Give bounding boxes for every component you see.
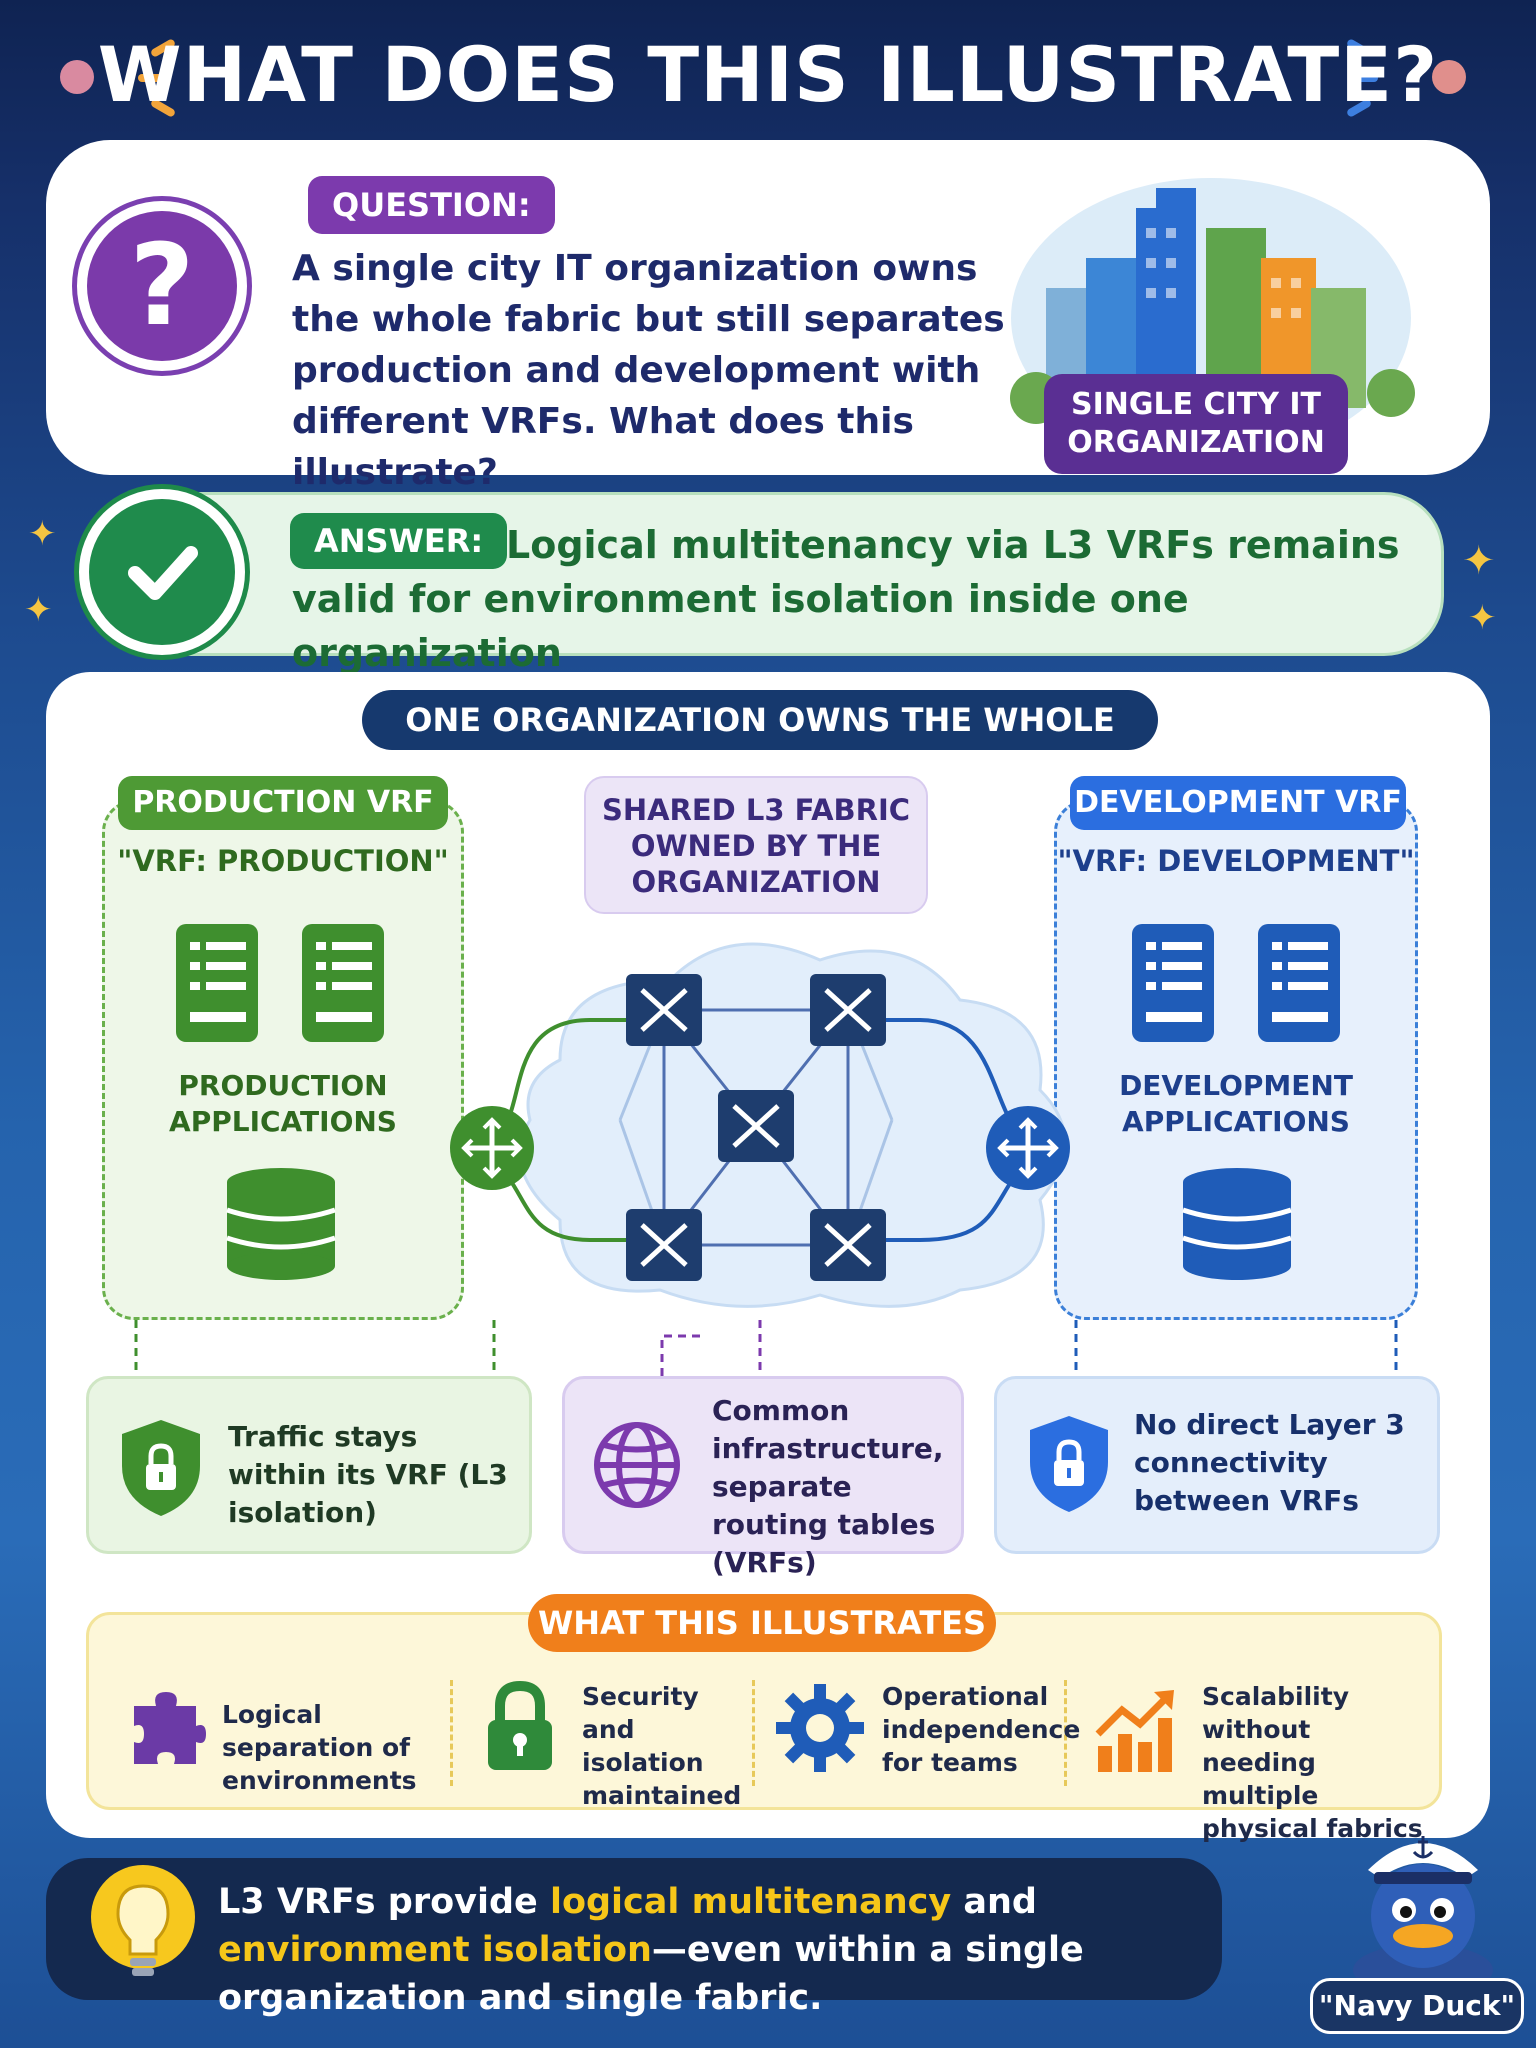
question-mark-icon: ? xyxy=(72,196,252,376)
question-text: A single city IT organization owns the w… xyxy=(292,248,1005,493)
illustrates-item-text: Security and isolation maintained xyxy=(582,1682,742,1810)
illustrates-item-text: Operational independence for teams xyxy=(882,1682,1081,1777)
production-database-icon xyxy=(226,1168,336,1280)
question-label: QUESTION: xyxy=(308,176,555,234)
production-router-icon xyxy=(450,1106,534,1190)
fabric-switch-icon xyxy=(718,1090,794,1162)
development-vrf-name: "VRF: DEVELOPMENT" xyxy=(1057,844,1415,878)
padlock-icon xyxy=(488,1680,552,1770)
sparkle-icon: ✦ xyxy=(1462,538,1496,584)
divider xyxy=(450,1680,453,1786)
divider xyxy=(1064,1680,1067,1786)
gear-icon xyxy=(776,1684,864,1772)
development-servers-icon xyxy=(1132,924,1340,1042)
checkmark-icon xyxy=(74,484,250,660)
decor-burst xyxy=(138,74,168,82)
city-organization-label: SINGLE CITY IT ORGANIZATION xyxy=(1044,374,1348,474)
decor-burst xyxy=(1348,74,1378,82)
development-vrf-title: DEVELOPMENT VRF xyxy=(1070,776,1406,830)
sparkle-icon: ✦ xyxy=(28,514,57,554)
fabric-switch-icon xyxy=(626,974,702,1046)
shared-fabric-label: SHARED L3 FABRIC OWNED BY THE ORGANIZATI… xyxy=(584,776,928,914)
production-applications-label: PRODUCTION APPLICATIONS xyxy=(169,1069,397,1138)
production-vrf-name: "VRF: PRODUCTION" xyxy=(117,844,449,878)
organization-banner: ONE ORGANIZATION OWNS THE WHOLE FABRIC xyxy=(362,690,1158,799)
lightbulb-icon xyxy=(91,1865,195,1976)
answer-text: Logical multitenancy via L3 VRFs remains… xyxy=(292,523,1400,675)
infrastructure-info-text: Common infrastructure, separate routing … xyxy=(712,1394,944,1579)
fabric-switch-icon xyxy=(810,1209,886,1281)
connectivity-info-text: No direct Layer 3 connectivity between V… xyxy=(1134,1408,1405,1517)
puzzle-icon xyxy=(134,1692,206,1764)
shared-l3-fabric-diagram xyxy=(450,942,1070,1308)
divider xyxy=(752,1680,755,1786)
development-router-icon xyxy=(986,1106,1070,1190)
summary-banner xyxy=(46,1858,1222,2000)
production-vrf-title: PRODUCTION VRF xyxy=(118,776,448,830)
fabric-switch-icon xyxy=(810,974,886,1046)
isolation-info-text: Traffic stays within its VRF (L3 isolati… xyxy=(228,1420,508,1529)
sparkle-icon: ✦ xyxy=(24,590,53,630)
growth-chart-icon xyxy=(1095,1690,1174,1772)
sparkle-icon: ✦ xyxy=(1468,598,1497,638)
decor-dot-right xyxy=(1432,60,1466,94)
illustrates-title: WHAT THIS ILLUSTRATES xyxy=(528,1594,996,1652)
navy-duck-mascot xyxy=(1353,1836,1493,1990)
fabric-switch-icon xyxy=(626,1209,702,1281)
page-title: WHAT DOES THIS ILLUSTRATE? xyxy=(97,30,1439,119)
development-database-icon xyxy=(1182,1168,1292,1280)
summary-text: L3 VRFs provide logical multitenancy and… xyxy=(218,1882,1084,2018)
globe-icon xyxy=(594,1422,680,1508)
illustrates-item-text: Scalability without needing multiple phy… xyxy=(1202,1682,1423,1843)
green-shield-lock-icon xyxy=(122,1420,200,1516)
production-servers-icon xyxy=(176,924,384,1042)
connector-lines xyxy=(134,1320,1398,1376)
decor-dot-left xyxy=(60,60,94,94)
mascot-label: "Navy Duck" xyxy=(1310,1978,1524,2034)
blue-shield-lock-icon xyxy=(1030,1416,1108,1512)
development-applications-label: DEVELOPMENT APPLICATIONS xyxy=(1119,1069,1353,1138)
illustrates-item-text: Logical separation of environments xyxy=(222,1700,417,1795)
answer-label: ANSWER: xyxy=(290,513,508,569)
